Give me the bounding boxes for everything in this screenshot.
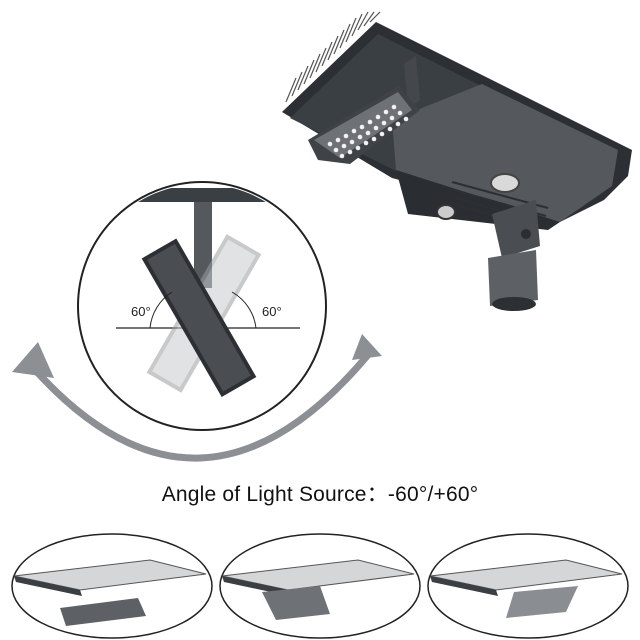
heat-sink-fins xyxy=(285,11,381,103)
caption-separator: ： xyxy=(366,483,388,506)
pole-mount xyxy=(488,200,540,311)
angle-label-left: 60° xyxy=(131,304,151,319)
variant-left-tilt xyxy=(11,533,213,639)
arrow-head-right xyxy=(352,334,382,360)
led-module xyxy=(308,86,420,164)
variant-right-tilt xyxy=(427,533,629,639)
mount-post xyxy=(194,202,212,288)
angle-label-right: 60° xyxy=(262,304,282,319)
sensor-dome xyxy=(490,173,520,193)
variant-level xyxy=(219,533,421,639)
caption-prefix: Angle of Light Source xyxy=(161,483,367,506)
rotation-arc-arrow xyxy=(25,347,375,462)
bracket-arm xyxy=(404,56,420,108)
camera-dome xyxy=(436,204,456,220)
angle-caption: Angle of Light Source：-60°/+60° xyxy=(0,478,640,508)
angle-arc-right xyxy=(231,291,257,329)
rotation-diagram xyxy=(12,181,382,462)
tilt-variants xyxy=(11,533,629,639)
arrow-head-left xyxy=(12,342,54,378)
angle-arc-left xyxy=(149,291,173,329)
tilted-module-left xyxy=(141,238,257,398)
caption-range: -60°/+60° xyxy=(387,483,479,506)
street-light-product xyxy=(282,11,632,311)
